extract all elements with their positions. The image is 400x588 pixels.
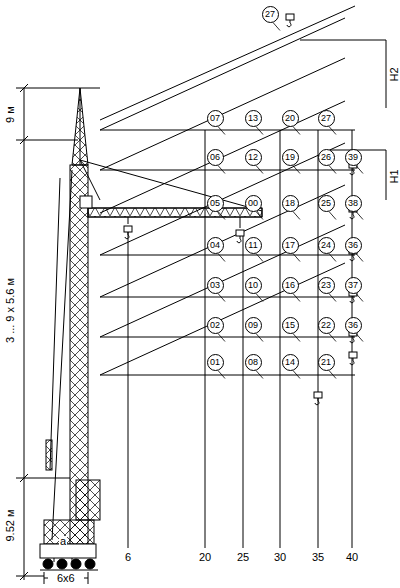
callout-number: 10 xyxy=(248,281,258,290)
callout-circle: 17 xyxy=(282,237,299,254)
callout-number: 01 xyxy=(210,358,220,367)
callout-number: 02 xyxy=(210,321,220,330)
callout-circle: 13 xyxy=(245,110,262,127)
callout-number: 14 xyxy=(285,358,295,367)
callout-circle: 12 xyxy=(245,149,262,166)
callout-number: 04 xyxy=(210,241,220,250)
dimension-text: 9.52 м xyxy=(5,508,16,542)
height-label: Н1 xyxy=(389,168,400,184)
callout-number: 06 xyxy=(210,153,220,162)
callout-circle: 27 xyxy=(318,110,335,127)
callout-circle: 11 xyxy=(245,237,262,254)
crane xyxy=(40,40,386,570)
callout-number: 36 xyxy=(348,321,358,330)
callout-number: 05 xyxy=(210,199,220,208)
callout-number: 20 xyxy=(285,114,295,123)
callout-number: 19 xyxy=(285,153,295,162)
callout-number: 25 xyxy=(321,199,331,208)
callout-circle: 02 xyxy=(207,317,224,334)
callout-circle: 08 xyxy=(245,354,262,371)
height-label: Н2 xyxy=(389,66,400,82)
callout-number: 13 xyxy=(248,114,258,123)
callout-number: 03 xyxy=(210,281,220,290)
radius-value: 30 xyxy=(273,552,287,563)
callout-number: 15 xyxy=(285,321,295,330)
callout-circle: 09 xyxy=(245,317,262,334)
callout-number: 39 xyxy=(348,153,358,162)
callout-circle: 15 xyxy=(282,317,299,334)
callout-number: 17 xyxy=(285,241,295,250)
callout-number: 23 xyxy=(321,281,331,290)
callout-number: 22 xyxy=(321,321,331,330)
dimension-text: а xyxy=(59,536,67,547)
callout-number: 16 xyxy=(285,281,295,290)
callout-number: 21 xyxy=(321,358,331,367)
callout-circle: 21 xyxy=(318,354,335,371)
dimension-text: 9 м xyxy=(4,105,15,124)
callout-number: 37 xyxy=(348,281,358,290)
callout-circle: 01 xyxy=(207,354,224,371)
radius-value: 35 xyxy=(311,552,325,563)
callout-circle: 36 xyxy=(345,317,362,334)
callout-circle: 27 xyxy=(262,6,279,23)
callout-circle: 39 xyxy=(345,149,362,166)
radius-value: 20 xyxy=(198,552,212,563)
callout-number: 38 xyxy=(348,199,358,208)
dimension-text: 3 ... 9 х 5.6 м xyxy=(5,276,16,343)
callout-number: 18 xyxy=(285,199,295,208)
callout-circle: 38 xyxy=(345,195,362,212)
callout-circle: 22 xyxy=(318,317,335,334)
callout-number: 36 xyxy=(348,241,358,250)
callout-circle: 06 xyxy=(207,149,224,166)
dimension-lines xyxy=(16,84,100,584)
load-levels xyxy=(100,6,355,548)
callout-circle: 19 xyxy=(282,149,299,166)
callout-number: 08 xyxy=(248,358,258,367)
callout-circle: 03 xyxy=(207,277,224,294)
radius-value: 25 xyxy=(236,552,250,563)
callout-circle: 00 xyxy=(245,195,262,212)
callout-number: 27 xyxy=(265,10,275,19)
hook-symbols xyxy=(124,14,357,405)
callout-circle: 04 xyxy=(207,237,224,254)
callout-circle: 16 xyxy=(282,277,299,294)
callout-number: 11 xyxy=(248,241,257,250)
callout-circle: 14 xyxy=(282,354,299,371)
callout-number: 07 xyxy=(210,114,220,123)
callout-number: 00 xyxy=(248,199,258,208)
callout-number: 24 xyxy=(321,241,331,250)
callout-circle: 24 xyxy=(318,237,335,254)
callout-number: 09 xyxy=(248,321,258,330)
callout-circle: 37 xyxy=(345,277,362,294)
callout-circle: 25 xyxy=(318,195,335,212)
radius-value: 40 xyxy=(345,552,359,563)
callout-number: 26 xyxy=(321,153,331,162)
callout-circle: 36 xyxy=(345,237,362,254)
callout-circle: 07 xyxy=(207,110,224,127)
callout-circle: 18 xyxy=(282,195,299,212)
callout-circle: 23 xyxy=(318,277,335,294)
callout-circle: 10 xyxy=(245,277,262,294)
callout-number: 12 xyxy=(248,153,258,162)
callout-number: 27 xyxy=(321,114,331,123)
radius-value: 6 xyxy=(124,552,132,563)
leader-lines xyxy=(218,23,363,379)
dimension-text: 6х6 xyxy=(56,573,76,584)
callout-circle: 05 xyxy=(207,195,224,212)
callout-circle: 26 xyxy=(318,149,335,166)
callout-circle: 20 xyxy=(282,110,299,127)
